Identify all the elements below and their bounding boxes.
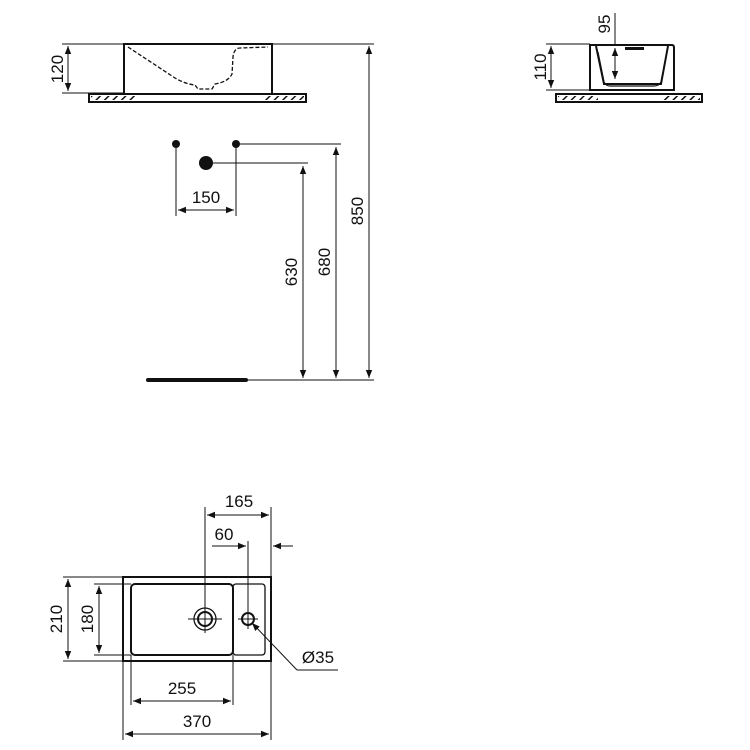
plan-view: 165 60 210 180 255 370 Ø35: [47, 492, 338, 740]
hatch-right: [262, 96, 304, 100]
dim-850: 850: [348, 197, 367, 225]
hatch-left: [91, 96, 135, 100]
wall-plate: [88, 93, 307, 103]
dim-210: 210: [47, 605, 66, 633]
dim-630: 630: [282, 258, 301, 286]
dim-370: 370: [183, 712, 211, 731]
dim-60: 60: [215, 525, 234, 544]
dim-180: 180: [78, 605, 97, 633]
basin-side-outline: [123, 43, 273, 95]
dim-diameter-35: Ø35: [302, 648, 334, 667]
front-view: 110 95: [531, 13, 703, 103]
dim-680: 680: [315, 248, 334, 276]
hidden-bowl-profile: [127, 46, 269, 90]
dim-120: 120: [48, 55, 67, 83]
installation-view: 150 630 680 850: [146, 46, 374, 382]
dim-150: 150: [192, 188, 220, 207]
dim-95: 95: [595, 15, 614, 34]
dim-110: 110: [531, 53, 550, 80]
side-view: 120: [48, 43, 374, 103]
dim-165: 165: [225, 492, 253, 511]
tap-deck: [232, 583, 266, 656]
dim-255: 255: [168, 679, 196, 698]
